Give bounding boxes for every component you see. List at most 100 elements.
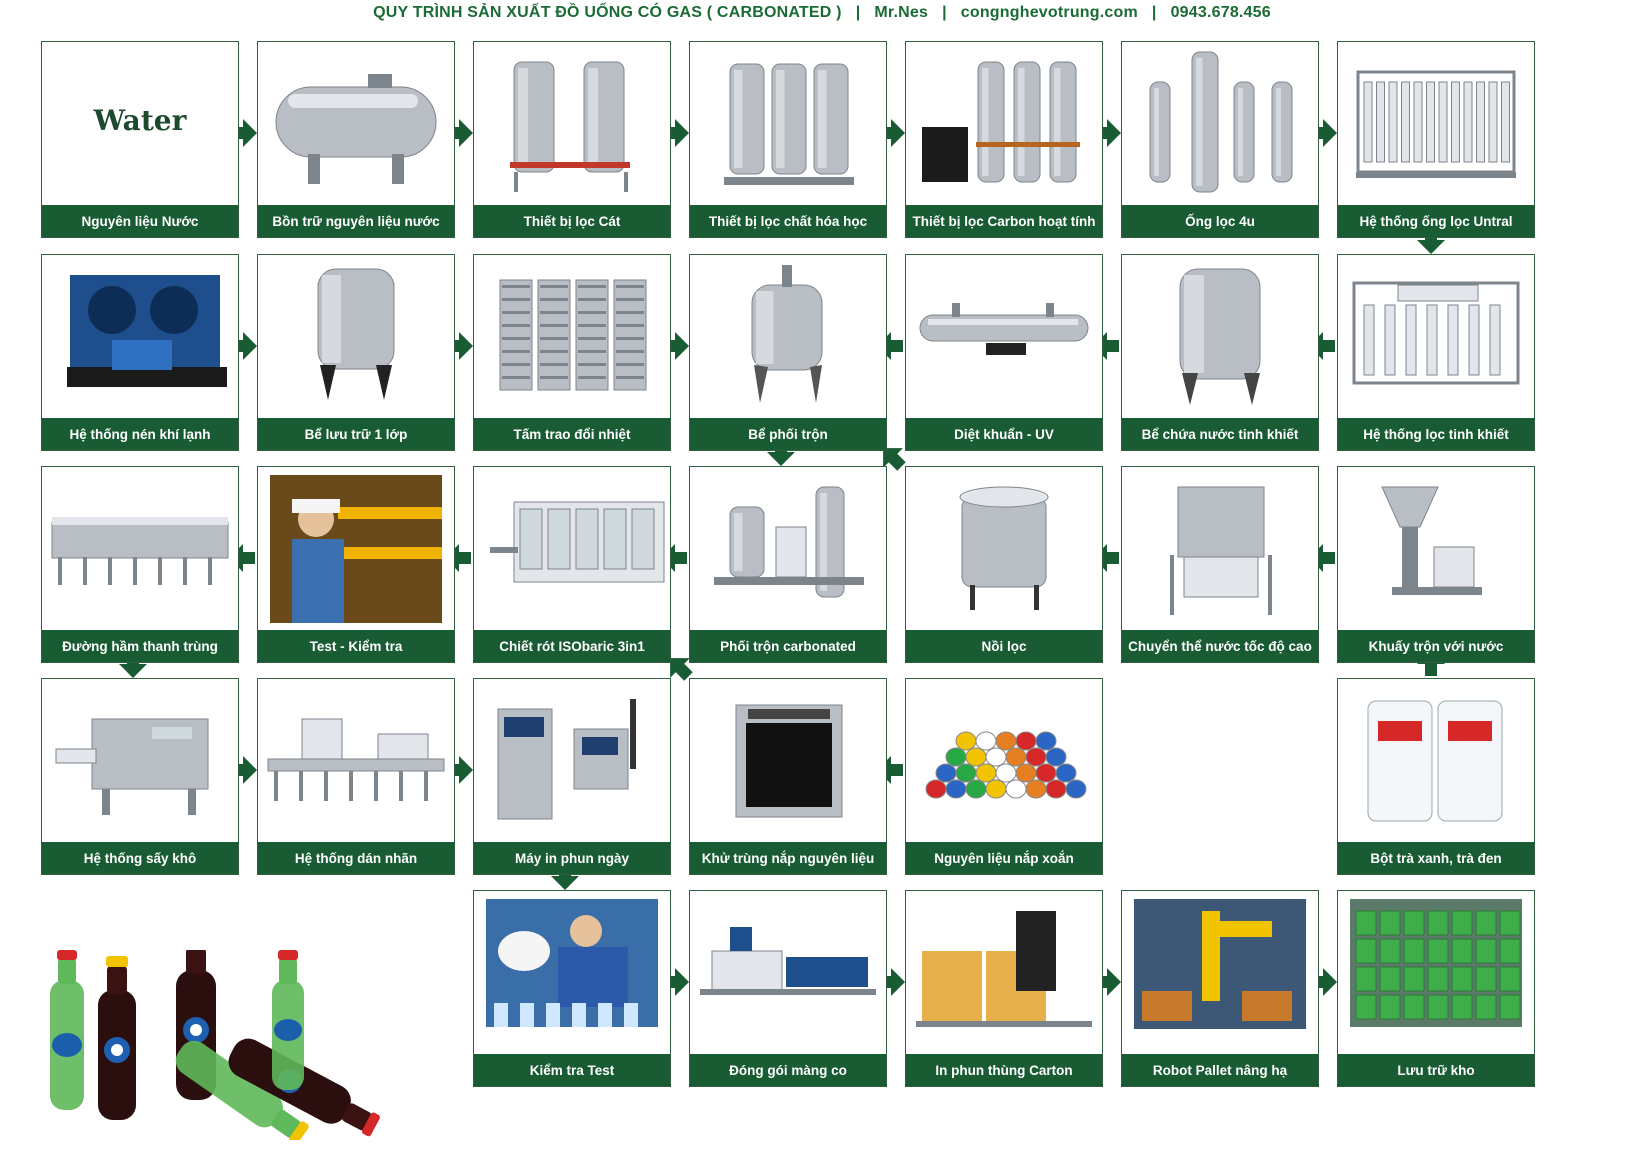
arrow-up [1417,650,1445,676]
ro-system-icon [1352,281,1520,385]
process-step: Hệ thống ống lọc Untral [1337,41,1535,238]
process-step: Hệ thống lọc tinh khiết [1337,254,1535,451]
step-label: Khử trùng nắp nguyên liệu [690,842,886,874]
chemical-filter-icon [724,63,854,185]
powder-mixer-icon [1381,486,1482,595]
process-step: Đường hầm thanh trùng [41,466,239,663]
step-label: Đóng gói màng co [690,1054,886,1086]
step-label: Hệ thống nén khí lạnh [42,418,238,450]
labeling-machine-icon [267,718,445,801]
step-label: In phun thùng Carton [906,1054,1102,1086]
step-label: Hệ thống ống lọc Untral [1338,205,1534,237]
arrow-right [1311,119,1337,147]
arrow-left [229,544,255,572]
step-label: Bột trà xanh, trà đen [1338,842,1534,874]
water-title: Water [93,104,187,137]
carton-printer-icon [916,911,1092,1027]
arrow-left [661,544,687,572]
step-label: Bể lưu trữ 1 lớp [258,418,454,450]
arrow-right [879,119,905,147]
arrow-right [447,332,473,360]
process-step: Đóng gói màng co [689,890,887,1087]
ultrafiltration-icon [1356,70,1516,178]
plate-heat-exchanger-icon [499,279,647,391]
process-step: Bột trà xanh, trà đen [1337,678,1535,875]
header-title: QUY TRÌNH SẢN XUẤT ĐỒ UỐNG CÓ GAS ( CARB… [373,4,842,21]
process-step: Chuyển thể nước tốc độ cao [1121,466,1319,663]
process-step: Bể lưu trữ 1 lớp [257,254,455,451]
arrow-right [663,119,689,147]
screw-caps-icon [925,731,1087,799]
arrow-left [445,544,471,572]
warehouse-icon [1350,899,1522,1027]
process-step: Thiết bị lọc Carbon hoạt tính [905,41,1103,238]
step-label: Tấm trao đổi nhiệt [474,418,670,450]
step-label: Ống lọc 4u [1122,205,1318,237]
process-step: Khử trùng nắp nguyên liệu [689,678,887,875]
step-label: Thiết bị lọc chất hóa học [690,205,886,237]
process-step: Thiết bị lọc Cát [473,41,671,238]
cap-sterilizer-oven-icon [735,704,843,818]
step-label: Thiết bị lọc Cát [474,205,670,237]
inkjet-printer-icon [497,699,636,820]
process-step: Test - Kiểm tra [257,466,455,663]
arrow-left [1093,332,1119,360]
arrow-right [663,332,689,360]
high-speed-dissolver-icon [1170,486,1272,615]
palletizing-robot-icon [1134,899,1306,1029]
process-step: In phun thùng Carton [905,890,1103,1087]
arrow-diagonal [670,658,693,681]
arrow-right [447,756,473,784]
arrow-right [231,119,257,147]
process-step: Robot Pallet nâng hạ [1121,890,1319,1087]
sugar-bags-icon [1367,700,1503,822]
step-label: Hệ thống dán nhãn [258,842,454,874]
process-step: Nồi lọc [905,466,1103,663]
header-separator: | [855,4,861,21]
arrow-down [551,864,579,890]
mixing-tank-icon [751,265,823,403]
dryer-icon [55,718,209,815]
process-step: Diệt khuẩn - UV [905,254,1103,451]
arrow-right [1311,968,1337,996]
process-step: Khuấy trộn với nước [1337,466,1535,663]
arrow-left [877,756,903,784]
step-label: Diệt khuẩn - UV [906,418,1102,450]
process-step: Máy in phun ngày [473,678,671,875]
arrow-right [231,756,257,784]
header-author: Mr.Nes [874,4,929,21]
arrow-left [1093,544,1119,572]
quality-test-icon [486,899,658,1027]
step-label: Nguyên liệu Nước [42,205,238,237]
header-phone: 0943.678.456 [1170,4,1271,21]
arrow-down [767,440,795,466]
shrink-wrapper-icon [700,927,876,995]
carbonation-mixer-icon [714,486,864,598]
header-website[interactable]: congnghevotrung.com [960,4,1138,21]
uv-sterilizer-icon [919,303,1089,355]
step-label: Phối trộn carbonated [690,630,886,662]
arrow-right [663,968,689,996]
carbon-filter-icon [922,61,1080,183]
arrow-down [1417,228,1445,254]
sand-filter-icon [510,61,630,192]
step-label: Thiết bị lọc Carbon hoạt tính [906,205,1102,237]
step-label: Kiểm tra Test [474,1054,670,1086]
header-separator: | [942,4,947,21]
step-label: Lưu trữ kho [1338,1054,1534,1086]
storage-tank-icon [317,268,395,400]
step-label: Bể phối trộn [690,418,886,450]
step-label: Máy in phun ngày [474,842,670,874]
process-step: Ống lọc 4u [1121,41,1319,238]
arrow-down [119,652,147,678]
process-step: Thiết bị lọc chất hóa học [689,41,887,238]
soda-bottles-icon [50,950,380,1140]
step-label: Nồi lọc [906,630,1102,662]
pasteurizer-tunnel-icon [51,517,229,585]
filling-machine-icon [490,501,665,583]
process-step: Phối trộn carbonated [689,466,887,663]
filter-pot-icon [959,486,1049,610]
step-label: Test - Kiểm tra [258,630,454,662]
